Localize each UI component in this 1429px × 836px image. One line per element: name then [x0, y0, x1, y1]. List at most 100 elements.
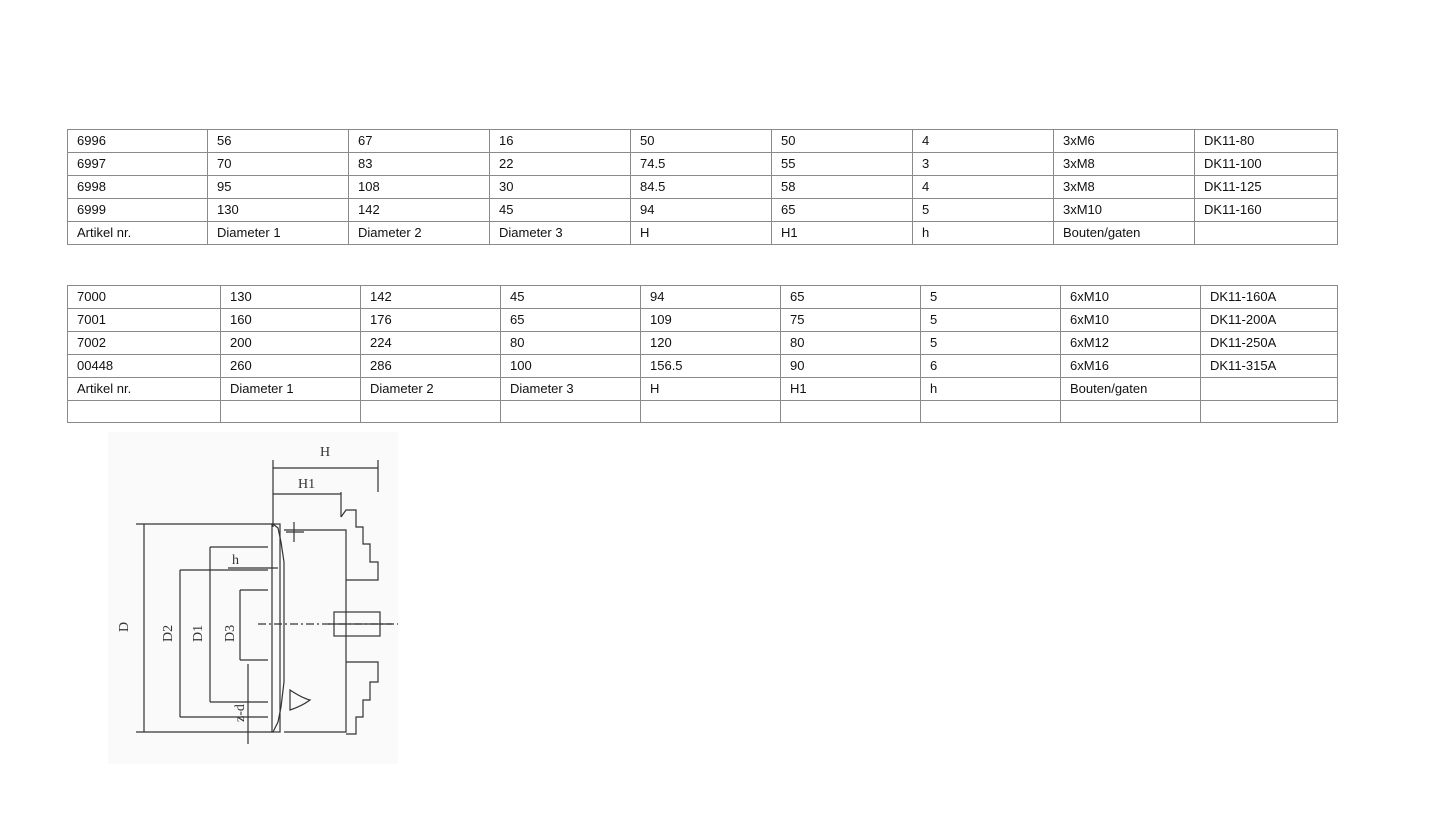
- table-cell: 83: [348, 152, 490, 176]
- table-cell: Diameter 1: [220, 377, 361, 401]
- table-cell: 30: [489, 175, 631, 199]
- table-cell: 65: [780, 285, 921, 309]
- table-cell: [500, 400, 641, 423]
- table-cell: 3xM8: [1053, 152, 1195, 176]
- table-cell: [920, 400, 1061, 423]
- table-cell: 6xM12: [1060, 331, 1201, 355]
- table-cell: 6xM16: [1060, 354, 1201, 378]
- table-cell: 7002: [67, 331, 221, 355]
- table-cell: Diameter 3: [500, 377, 641, 401]
- table-cell: 6xM10: [1060, 285, 1201, 309]
- table-cell: Bouten/gaten: [1060, 377, 1201, 401]
- table-cell: 58: [771, 175, 913, 199]
- table-cell: 120: [640, 331, 781, 355]
- label-d3: D3: [223, 625, 238, 642]
- table-cell: H1: [780, 377, 921, 401]
- table-cell: 65: [500, 308, 641, 332]
- table-cell: Artikel nr.: [67, 221, 208, 245]
- table-cell: 65: [771, 198, 913, 222]
- table-cell: 130: [220, 285, 361, 309]
- label-zd: z-d: [233, 704, 248, 722]
- label-d1: D1: [191, 625, 206, 642]
- table-cell: DK11-125: [1194, 175, 1338, 199]
- table-cell: 84.5: [630, 175, 772, 199]
- label-h: H: [320, 445, 330, 460]
- table-cell: Diameter 2: [348, 221, 490, 245]
- table-cell: 7000: [67, 285, 221, 309]
- table-cell: [1060, 400, 1201, 423]
- table-cell: 45: [500, 285, 641, 309]
- table-cell: 55: [771, 152, 913, 176]
- table-cell: 50: [771, 129, 913, 153]
- table-cell: 6997: [67, 152, 208, 176]
- table-cell: 108: [348, 175, 490, 199]
- table-cell: DK11-200A: [1200, 308, 1338, 332]
- table-cell: 160: [220, 308, 361, 332]
- label-d: D: [117, 622, 132, 632]
- table-cell: 16: [489, 129, 631, 153]
- table-cell: 224: [360, 331, 501, 355]
- table-cell: h: [920, 377, 1061, 401]
- table-cell: 94: [640, 285, 781, 309]
- table-cell: [67, 400, 221, 423]
- table-cell: 6996: [67, 129, 208, 153]
- chuck-dimension-drawing: H H1 h D D2 D1 D3 z-d: [108, 432, 398, 764]
- table-cell: 3xM6: [1053, 129, 1195, 153]
- table-cell: 70: [207, 152, 349, 176]
- table-cell: 5: [920, 331, 1061, 355]
- table-cell: DK11-160: [1194, 198, 1338, 222]
- table-cell: 130: [207, 198, 349, 222]
- table-cell: 56: [207, 129, 349, 153]
- table-cell: [220, 400, 361, 423]
- table-cell: 80: [500, 331, 641, 355]
- label-h1: H1: [298, 477, 315, 492]
- table-cell: 5: [920, 285, 1061, 309]
- table-cell: 95: [207, 175, 349, 199]
- table-cell: Bouten/gaten: [1053, 221, 1195, 245]
- table-cell: DK11-80: [1194, 129, 1338, 153]
- table-cell: 100: [500, 354, 641, 378]
- label-d2: D2: [161, 625, 176, 642]
- table-cell: 6: [920, 354, 1061, 378]
- table-row: [67, 400, 1338, 423]
- table-cell: 4: [912, 129, 1054, 153]
- table-cell: 5: [912, 198, 1054, 222]
- table-cell: [780, 400, 921, 423]
- table-cell: [1194, 221, 1338, 245]
- table-cell: 3xM8: [1053, 175, 1195, 199]
- table-cell: 7001: [67, 308, 221, 332]
- table-cell: 6999: [67, 198, 208, 222]
- table-cell: 50: [630, 129, 772, 153]
- table-cell: 22: [489, 152, 631, 176]
- table-cell: 67: [348, 129, 490, 153]
- table-cell: 4: [912, 175, 1054, 199]
- table-cell: 80: [780, 331, 921, 355]
- table-cell: Diameter 3: [489, 221, 631, 245]
- label-small-h: h: [232, 553, 239, 568]
- table-cell: 6xM10: [1060, 308, 1201, 332]
- table-cell: 3: [912, 152, 1054, 176]
- table-cell: DK11-100: [1194, 152, 1338, 176]
- table-cell: H: [630, 221, 772, 245]
- table-cell: 45: [489, 198, 631, 222]
- table-cell: 142: [360, 285, 501, 309]
- table-cell: Diameter 1: [207, 221, 349, 245]
- table-cell: 142: [348, 198, 490, 222]
- table-cell: 260: [220, 354, 361, 378]
- table-cell: 00448: [67, 354, 221, 378]
- table-cell: 94: [630, 198, 772, 222]
- table-cell: 75: [780, 308, 921, 332]
- table-cell: 286: [360, 354, 501, 378]
- table-cell: DK11-160A: [1200, 285, 1338, 309]
- table-cell: Artikel nr.: [67, 377, 221, 401]
- table-cell: H: [640, 377, 781, 401]
- table-cell: [1200, 377, 1338, 401]
